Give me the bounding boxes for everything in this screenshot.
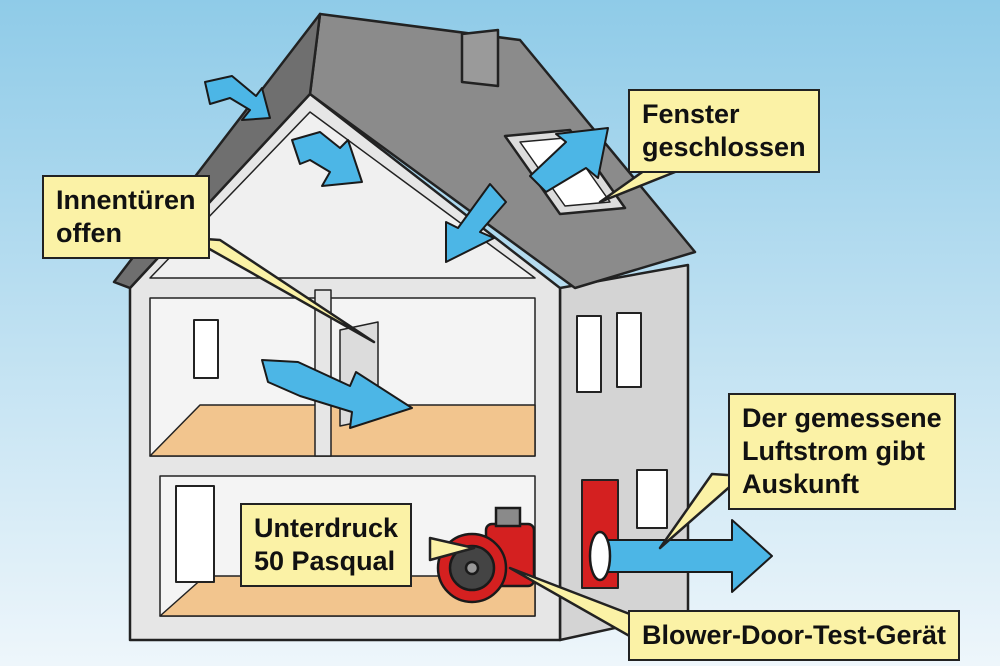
side-window-3	[636, 469, 668, 529]
callout-geraet: Blower-Door-Test-Gerät	[628, 610, 961, 661]
attic-interior	[149, 111, 536, 279]
airflow-arrow-icon	[599, 519, 773, 593]
callout-pointers	[188, 166, 744, 644]
callout-line: Auskunft	[742, 468, 859, 499]
callout-line: Der gemessene	[742, 403, 942, 433]
airflow-arrow-icon	[291, 131, 363, 187]
blower-motor	[494, 506, 522, 528]
callout-luftstrom: Der gemessene Luftstrom gibt Auskunft	[728, 393, 956, 510]
callout-line: Unterdruck	[254, 513, 399, 543]
pointer-luftstrom	[658, 472, 744, 550]
callout-line: Luftstrom gibt	[742, 435, 925, 466]
airflow-arrow-icon	[529, 127, 609, 193]
callout-fenster: Fenster geschlossen	[628, 89, 820, 173]
callout-line: Blower-Door-Test-Gerät	[642, 620, 947, 650]
chimney-icon	[460, 28, 500, 88]
window-icon	[193, 319, 219, 379]
blower-door-opening	[588, 530, 612, 582]
callout-unterdruck: Unterdruck 50 Pasqual	[240, 503, 413, 587]
airflow-arrows	[204, 75, 773, 593]
side-window-1	[576, 315, 602, 393]
callout-line: offen	[56, 217, 122, 248]
airflow-arrow-icon	[445, 183, 507, 263]
blower-fan-hub	[464, 560, 480, 576]
callout-line: Fenster	[642, 99, 740, 129]
callout-innentueren: Innentüren offen	[42, 175, 210, 259]
callout-line: Innentüren	[56, 185, 196, 215]
side-window-2	[616, 312, 642, 388]
lower-door	[175, 485, 215, 583]
callout-line: 50 Pasqual	[254, 545, 396, 576]
airflow-arrow-icon	[204, 75, 271, 121]
airflow-arrow-icon	[261, 359, 413, 429]
upper-floor-boards	[149, 404, 536, 457]
pointer-unterdruck	[428, 536, 476, 562]
callout-line: geschlossen	[642, 131, 806, 162]
